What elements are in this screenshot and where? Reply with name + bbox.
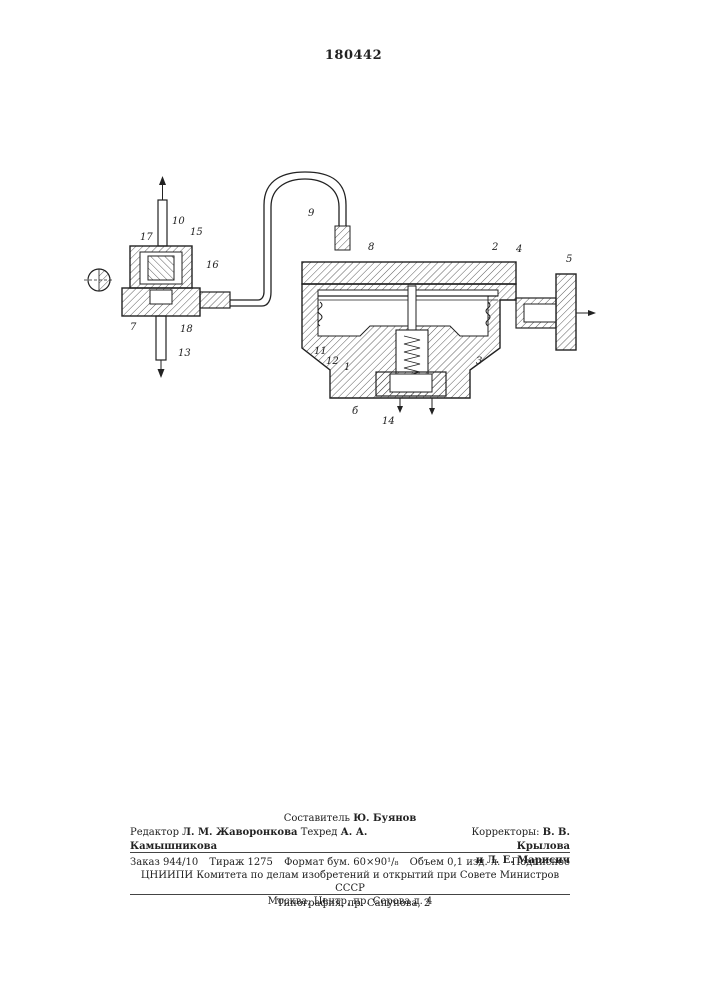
- divider-bottom: [130, 894, 570, 895]
- imprint-row: Заказ 944/10 Тираж 1275 Формат бум. 60×9…: [130, 856, 570, 869]
- label-6: б: [352, 406, 359, 417]
- org-line: ЦНИИПИ Комитета по делам изобретений и о…: [130, 869, 570, 895]
- editor-prefix: Редактор: [130, 827, 179, 838]
- label-9: 9: [308, 208, 315, 219]
- subscription: Подписное: [512, 856, 570, 869]
- divider-top: [130, 852, 570, 853]
- label-7: 7: [130, 322, 137, 333]
- volume: Объем 0,1 изд. л.: [410, 856, 501, 869]
- regulator-body: [302, 262, 516, 415]
- order: Заказ 944/10: [130, 856, 198, 869]
- label-17: 17: [140, 232, 153, 243]
- label-12: 12: [326, 356, 339, 367]
- label-8: 8: [368, 242, 374, 253]
- format: Формат бум. 60×90¹/₈: [284, 856, 398, 869]
- printer-line: Типография, пр. Сапунова, 2: [0, 898, 707, 909]
- label-13: 13: [178, 348, 191, 359]
- label-2: 2: [491, 242, 498, 253]
- circulation: Тираж 1275: [209, 856, 273, 869]
- label-1: 1: [344, 362, 350, 373]
- section-symbol: [84, 269, 114, 291]
- label-11: 11: [314, 346, 327, 357]
- label-14: 14: [382, 416, 395, 427]
- solenoid-valve: [122, 176, 230, 378]
- correctors-prefix: Корректоры:: [471, 827, 539, 838]
- label-15: 15: [190, 227, 203, 238]
- compiler-line: Составитель Ю. Буянов: [130, 812, 570, 826]
- outlet-flange: [516, 274, 596, 350]
- compiler-name: Ю. Буянов: [353, 813, 416, 824]
- techred-prefix: Техред: [301, 827, 338, 838]
- label-16: 16: [206, 260, 219, 271]
- label-18: 18: [180, 324, 193, 335]
- label-4: 4: [515, 244, 522, 255]
- compiler-prefix: Составитель: [284, 813, 350, 824]
- editor-name: Л. М. Жаворонкова: [182, 827, 297, 838]
- label-3: 3: [476, 356, 482, 367]
- label-10: 10: [172, 216, 185, 227]
- label-5: 5: [566, 254, 572, 265]
